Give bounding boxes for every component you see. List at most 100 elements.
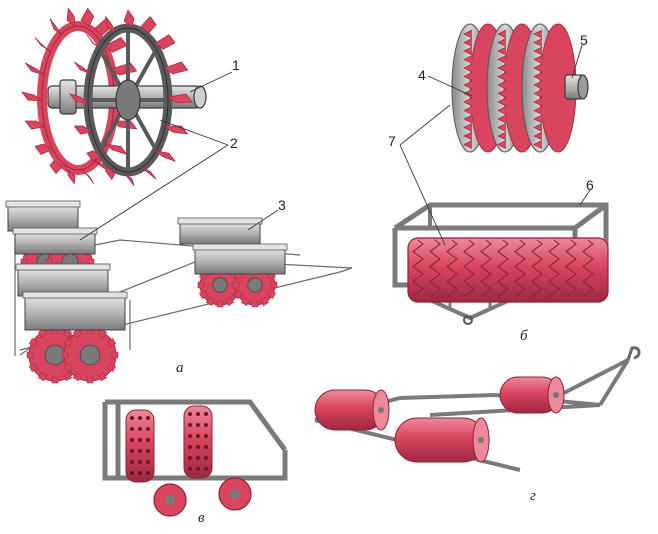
- roller-spike: [204, 434, 208, 438]
- disc-tooth: [463, 29, 473, 39]
- disc-tooth: [497, 140, 507, 149]
- callout-2: 2: [230, 135, 238, 151]
- disc-roller-section-figure: [451, 23, 589, 153]
- gang-wheel-tooth: [270, 281, 278, 289]
- spiked-roller-figure-v: [102, 399, 288, 517]
- ring-tooth: [66, 7, 76, 28]
- caption-v: в: [198, 510, 205, 526]
- roller-spike: [204, 456, 208, 460]
- ballast-box-lid: [177, 217, 263, 225]
- gang-wheel-tooth: [72, 328, 83, 338]
- roller-spike: [138, 416, 142, 420]
- callout-5: 5: [580, 32, 588, 48]
- gang-wheel-tooth: [72, 372, 83, 382]
- drum-tooth-ring: [582, 239, 594, 297]
- disc-tooth: [533, 97, 543, 107]
- gang-wheel-tooth: [28, 337, 38, 348]
- roller-spike: [130, 471, 134, 475]
- wheel-spoke: [133, 111, 157, 150]
- gang-wheel-tooth: [62, 328, 73, 338]
- spike-wheels: [153, 477, 252, 517]
- disc-tooth: [463, 63, 473, 73]
- gang-wheel-tooth: [266, 289, 276, 300]
- ring-tooth: [105, 166, 116, 181]
- smooth-roller: [394, 417, 486, 463]
- ballast-box-lid: [5, 200, 81, 208]
- roller-spike: [138, 427, 142, 431]
- ring-tooth: [49, 18, 63, 36]
- gang-wheel-tooth: [251, 300, 259, 308]
- disc-tooth: [463, 46, 473, 56]
- disc-tooth: [533, 46, 543, 56]
- ring-tooth: [66, 168, 76, 185]
- disc-tooth: [497, 89, 507, 98]
- disc-tooth: [463, 123, 473, 132]
- drum-tooth-ring: [514, 239, 526, 297]
- roller-spike: [138, 471, 142, 475]
- drum-tooth-ring: [565, 239, 577, 297]
- disc-tooth: [463, 38, 473, 47]
- roller-spike: [130, 416, 134, 420]
- drum-tooth-ring: [463, 239, 475, 297]
- disc-tooth: [497, 55, 507, 64]
- disc-tooth: [463, 80, 473, 90]
- roller-spike: [130, 438, 134, 442]
- gang-wheel-tooth: [199, 289, 209, 300]
- disc-tooth: [497, 46, 507, 56]
- disc-tooth: [533, 63, 543, 73]
- ring-tooth: [86, 150, 102, 162]
- gang-wheel-tooth: [97, 328, 108, 338]
- ballast-box: [24, 295, 126, 331]
- gang-roller-figure-a: [5, 200, 353, 384]
- gang-wheel-tooth: [62, 372, 73, 382]
- disc-tooth: [463, 97, 473, 107]
- ballast-box-lid: [192, 243, 288, 251]
- roller-spike: [196, 456, 200, 460]
- gang-wheel-tooth: [232, 281, 240, 289]
- gang-wheel-tooth: [63, 337, 73, 348]
- frame-roller-figure-b: [392, 202, 609, 325]
- gang-wheel-tooth: [37, 328, 48, 338]
- ring-tooth: [74, 61, 92, 75]
- ballast-box: [14, 231, 96, 255]
- wheel-spoke: [99, 111, 123, 150]
- ballast-box: [7, 204, 79, 232]
- roller-spike: [130, 460, 134, 464]
- ring-tooth: [154, 34, 176, 50]
- toothed-roller-drum: [407, 237, 609, 303]
- gang-wheel-tooth: [28, 362, 38, 373]
- ring-tooth: [154, 150, 177, 163]
- disc-tooth: [463, 114, 473, 124]
- drum-tooth-ring: [497, 239, 509, 297]
- ring-tooth: [163, 61, 189, 75]
- tow-hook: [626, 346, 641, 361]
- disc-tooth: [497, 63, 507, 73]
- hub-nut: [564, 74, 589, 100]
- wheel-spoke: [99, 50, 123, 89]
- roller-spike: [204, 423, 208, 427]
- ring-tooth: [49, 160, 63, 175]
- roller-spike: [146, 438, 150, 442]
- roller-spike: [146, 471, 150, 475]
- caption-g: г: [530, 488, 536, 504]
- ring-tooth: [73, 125, 93, 135]
- roller-spike: [146, 460, 150, 464]
- roller-spike: [130, 449, 134, 453]
- roller-spike: [188, 423, 192, 427]
- disc-tooth: [463, 55, 473, 64]
- gang-wheel-hub: [212, 277, 228, 293]
- drum-tooth-ring: [446, 239, 458, 297]
- ring-tooth: [80, 169, 95, 184]
- gang-wheel-tooth: [61, 351, 69, 359]
- ring-tooth: [34, 37, 52, 53]
- disc-tooth: [533, 89, 543, 98]
- disc-tooth: [533, 80, 543, 90]
- drum-tooth-ring: [412, 239, 424, 297]
- ballast-box-lid: [12, 227, 98, 235]
- roller-spike: [204, 412, 208, 416]
- gang-wheel-tooth: [63, 362, 73, 373]
- disc-tooth: [497, 80, 507, 90]
- roller-spike: [138, 449, 142, 453]
- disc-tooth: [533, 29, 543, 39]
- wheel-spoke: [133, 50, 157, 89]
